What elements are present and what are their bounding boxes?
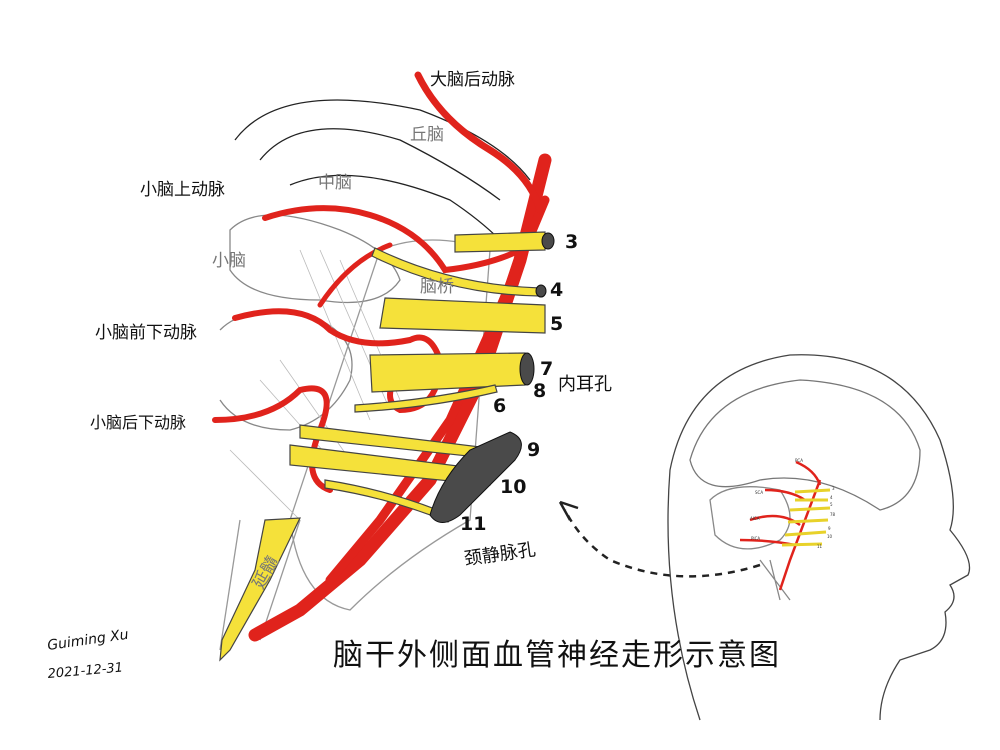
inset-vessels — [739, 460, 822, 591]
arteries — [212, 71, 552, 642]
signature-date: 2021-12-31 — [47, 660, 124, 682]
inset-label-aica: AICA — [750, 516, 760, 521]
spinal-roots — [219, 517, 301, 662]
inset-nerve-10: 10 — [827, 534, 833, 539]
vertebral-artery — [325, 195, 550, 585]
label-pica: 小脑后下动脉 — [90, 413, 186, 432]
inset-nerve-11: 11 — [817, 544, 823, 549]
label-nerve-5: 5 — [550, 313, 563, 335]
nerve-3 — [454, 231, 546, 253]
label-internal-acoustic: 内耳孔 — [558, 374, 612, 395]
inset-nerve-9: 9 — [828, 526, 831, 531]
nerve-78 — [369, 352, 526, 393]
nerve-3-foramen — [541, 232, 555, 250]
sca-branch — [317, 242, 393, 308]
label-nerve-7: 7 — [540, 358, 553, 380]
label-nerve-10: 10 — [500, 476, 526, 498]
aica-artery — [232, 308, 444, 414]
label-nerve-3: 3 — [565, 231, 578, 253]
label-aica: 小脑前下动脉 — [95, 323, 197, 343]
inset-nerve-4: 4 — [830, 495, 833, 500]
label-midbrain: 中脑 — [318, 173, 352, 193]
nerve-6 — [354, 384, 498, 413]
inset-nerves — [781, 488, 831, 547]
pointer-arrow — [563, 509, 761, 578]
signature-name: Guiming Xu — [46, 627, 129, 654]
label-pca: 大脑后动脉 — [430, 70, 515, 90]
label-cerebellum: 小脑 — [212, 251, 246, 271]
jugular-foramen — [429, 431, 522, 523]
cranial-nerves — [219, 231, 546, 662]
inset-nerve-5: 5 — [830, 502, 833, 507]
label-nerve-11: 11 — [460, 513, 486, 535]
label-thalamus: 丘脑 — [410, 125, 444, 145]
inset-nerve-3: 3 — [832, 486, 835, 491]
diagram-title: 脑干外侧面血管神经走形示意图 — [333, 638, 781, 673]
nerve-4-foramen — [535, 284, 547, 298]
nerve-5 — [379, 297, 546, 334]
label-jugular: 颈静脉孔 — [463, 539, 537, 570]
label-nerve-4: 4 — [550, 279, 563, 301]
internal-acoustic-foramen — [519, 352, 535, 386]
pca-artery — [414, 71, 544, 214]
label-nerve-9: 9 — [527, 439, 540, 461]
label-pons: 脑桥 — [420, 277, 454, 297]
label-nerve-8: 8 — [533, 380, 546, 402]
arrowhead-icon — [558, 500, 579, 521]
inset-label-pca: PCA — [795, 458, 803, 463]
sca-artery — [262, 205, 523, 274]
pica-artery — [212, 385, 333, 493]
inset-label-pica: PICA — [751, 536, 760, 541]
label-sca: 小脑上动脉 — [140, 180, 225, 200]
inset-label-sca: SCA — [755, 490, 763, 495]
label-nerve-6: 6 — [493, 395, 506, 417]
inset-nerve-78: 78 — [830, 512, 836, 517]
foramina — [429, 232, 555, 523]
